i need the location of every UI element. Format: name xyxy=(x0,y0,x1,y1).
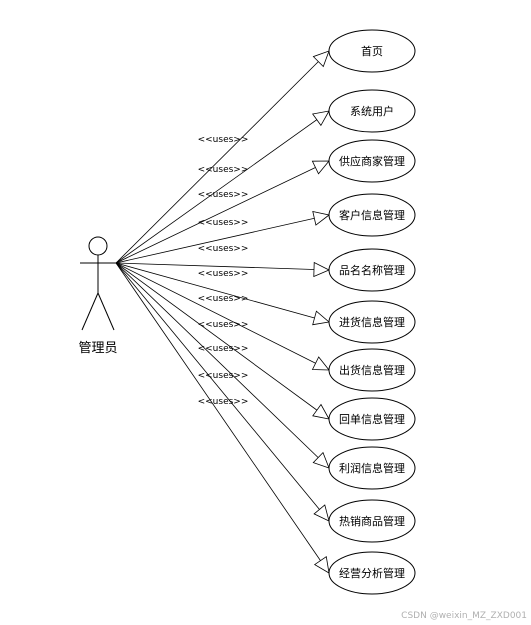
association-line xyxy=(115,262,330,371)
use-case: 品名名称管理 xyxy=(328,248,416,292)
use-case: 供应商家管理 xyxy=(328,139,416,183)
stereotype-label: <<uses>> xyxy=(198,165,249,175)
association-arrowhead xyxy=(312,110,330,127)
stereotype-label: <<uses>> xyxy=(198,294,249,304)
use-case: 回单信息管理 xyxy=(328,397,416,441)
actor-head xyxy=(88,236,108,256)
association-arrowhead xyxy=(313,504,330,522)
association-arrowhead xyxy=(312,451,330,469)
stereotype-label: <<uses>> xyxy=(198,135,249,145)
associations xyxy=(115,50,330,574)
use-case-ellipse xyxy=(328,193,416,237)
association-arrowhead xyxy=(312,310,330,326)
use-case-label: 首页 xyxy=(361,44,383,58)
association-line xyxy=(115,262,330,323)
association-arrowhead xyxy=(311,160,330,175)
stereotype-label: <<uses>> xyxy=(198,344,249,354)
use-case: 系统用户 xyxy=(328,89,416,133)
association-line xyxy=(115,262,330,420)
use-case-ellipse xyxy=(328,348,416,392)
use-case: 利润信息管理 xyxy=(328,446,416,490)
use-case: 客户信息管理 xyxy=(328,193,416,237)
actor-label: 管理员 xyxy=(78,341,117,356)
association-arrowhead xyxy=(313,261,330,278)
use-case-label: 供应商家管理 xyxy=(339,154,405,168)
use-case-ellipse xyxy=(328,551,416,595)
association-arrowhead xyxy=(312,210,330,226)
use-case-label: 系统用户 xyxy=(350,104,394,118)
watermark: CSDN @weixin_MZ_ZXD001 xyxy=(401,611,527,621)
use-case-ellipse xyxy=(328,139,416,183)
association-arrowhead xyxy=(313,556,330,574)
association-line xyxy=(115,160,330,264)
stereotype-label: <<uses>> xyxy=(198,269,249,279)
association-line xyxy=(115,262,330,469)
association-arrowhead xyxy=(311,356,330,371)
association-line xyxy=(115,110,330,264)
use-case-label: 回单信息管理 xyxy=(339,412,405,426)
stereotype-label: <<uses>> xyxy=(198,244,249,254)
association-arrowhead xyxy=(312,403,330,420)
association-line xyxy=(115,262,330,522)
use-case-label: 热销商品管理 xyxy=(339,514,405,528)
use-case-label: 品名名称管理 xyxy=(339,263,405,277)
association-line xyxy=(115,262,330,574)
use-case-ellipse xyxy=(328,248,416,292)
use-case-ellipse xyxy=(328,89,416,133)
use-case-label: 客户信息管理 xyxy=(339,208,405,222)
use-case-label: 经营分析管理 xyxy=(339,566,405,580)
use-case-label: 出货信息管理 xyxy=(339,363,405,377)
use-case: 进货信息管理 xyxy=(328,300,416,344)
use-case-ellipse xyxy=(328,499,416,543)
actor-right-leg xyxy=(97,292,115,331)
stereotype-label: <<uses>> xyxy=(198,190,249,200)
use-case: 出货信息管理 xyxy=(328,348,416,392)
use-case-label: 利润信息管理 xyxy=(339,461,405,475)
use-case-ellipse xyxy=(328,29,416,73)
stereotype-label: <<uses>> xyxy=(198,218,249,228)
use-case-ellipse xyxy=(328,397,416,441)
use-case-ellipse xyxy=(328,446,416,490)
association-arrowhead xyxy=(312,50,330,68)
use-case: 经营分析管理 xyxy=(328,551,416,595)
association-line xyxy=(115,214,330,264)
actor-left-leg xyxy=(81,292,99,331)
association-line xyxy=(115,262,330,271)
stereotype-label: <<uses>> xyxy=(198,397,249,407)
use-case: 热销商品管理 xyxy=(328,499,416,543)
stereotype-labels: <<uses>> <<uses>> <<uses>> <<uses>> <<uses>>… xyxy=(198,135,249,407)
association-line xyxy=(115,50,330,264)
stereotype-label: <<uses>> xyxy=(198,371,249,381)
use-case-ellipse xyxy=(328,300,416,344)
stereotype-label: <<uses>> xyxy=(198,320,249,330)
actor: 管理员 xyxy=(78,236,118,356)
use-case-label: 进货信息管理 xyxy=(339,315,405,329)
use-case: 首页 xyxy=(328,29,416,73)
use-cases: 首页系统用户供应商家管理客户信息管理品名名称管理进货信息管理出货信息管理回单信息… xyxy=(328,29,416,595)
